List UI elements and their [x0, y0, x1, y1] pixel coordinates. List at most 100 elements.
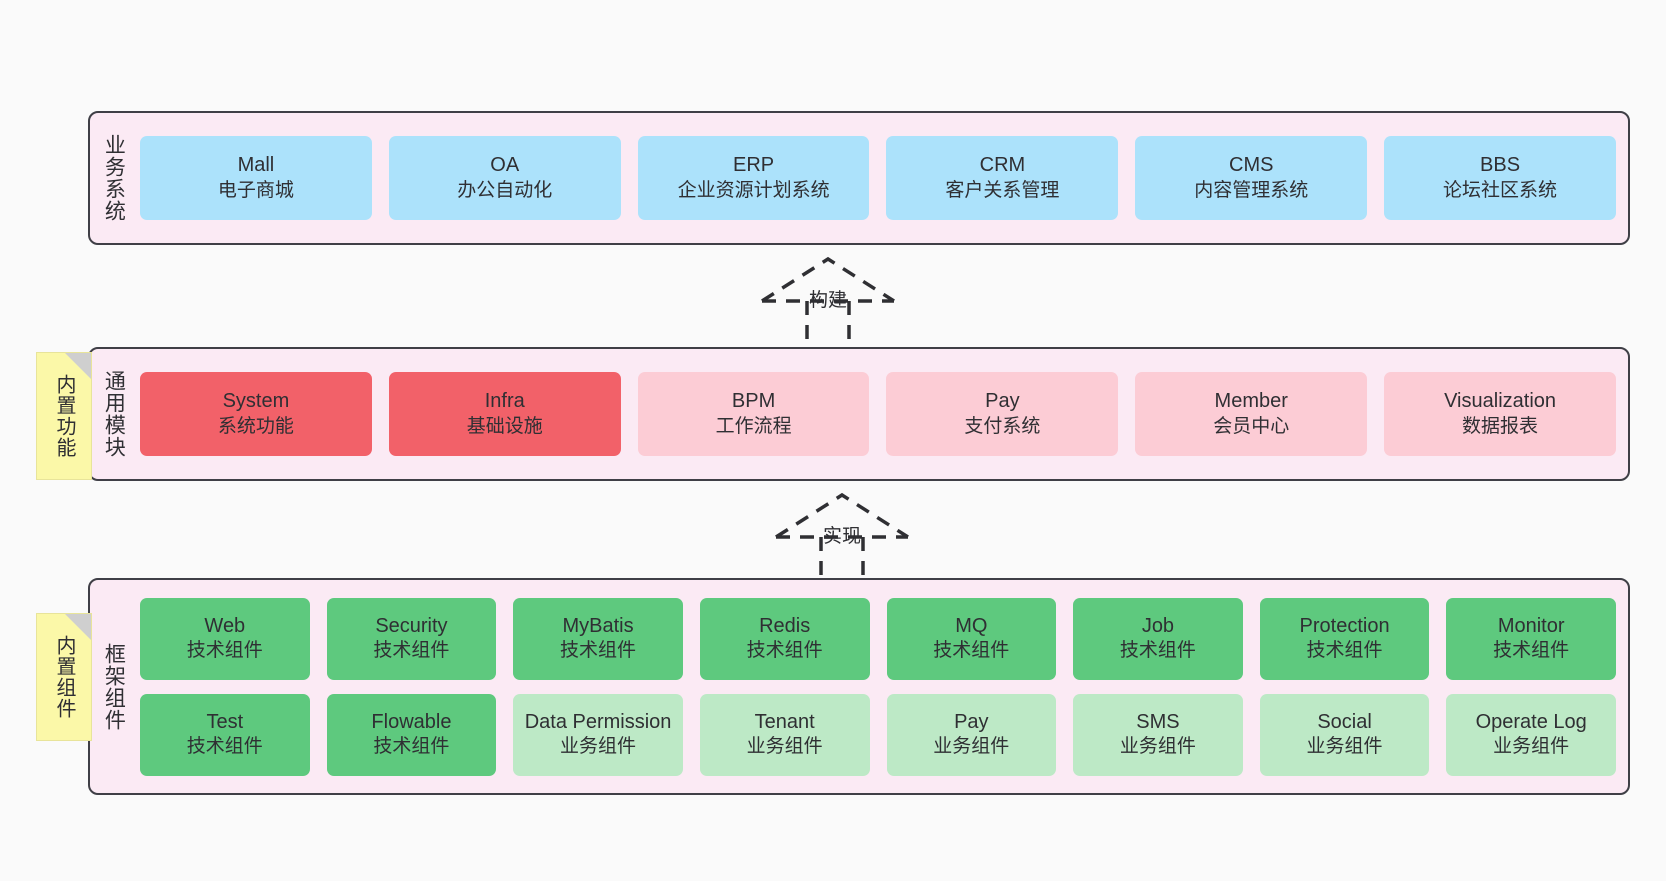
card-cn-label: 业务组件 — [933, 736, 1010, 758]
component-card-social[interactable]: Social 业务组件 — [1259, 693, 1430, 776]
common-modules-layer: 通用模块 System 系统功能 Infra 基础设施 BPM 工作流程 Pay… — [88, 347, 1630, 481]
card-en-label: Mall — [237, 154, 275, 177]
card-cn-label: 业务组件 — [1306, 736, 1383, 758]
framework-components-row-1: Web 技术组件 Security 技术组件 MyBatis 技术组件 Redi… — [140, 597, 1616, 680]
module-card-bpm[interactable]: BPM 工作流程 — [637, 372, 870, 456]
component-card-sms[interactable]: SMS 业务组件 — [1073, 693, 1243, 776]
business-card-crm[interactable]: CRM 客户关系管理 — [886, 136, 1119, 220]
business-card-oa[interactable]: OA 办公自动化 — [388, 136, 621, 220]
card-en-label: CRM — [979, 154, 1026, 177]
card-cn-label: 技术组件 — [186, 736, 263, 758]
card-cn-label: 技术组件 — [373, 736, 450, 758]
component-card-web[interactable]: Web 技术组件 — [140, 597, 310, 680]
implement-arrow-glyph — [775, 492, 909, 584]
card-cn-label: 数据报表 — [1462, 415, 1539, 437]
card-en-label: Infra — [484, 390, 525, 413]
card-cn-label: 技术组件 — [373, 640, 450, 662]
framework-components-row-2: Test 技术组件 Flowable 技术组件 Data Permission … — [140, 693, 1616, 776]
component-card-mybatis[interactable]: MyBatis 技术组件 — [513, 597, 683, 680]
builtin-features-note: 内置功能 — [36, 352, 92, 480]
module-card-system[interactable]: System 系统功能 — [140, 372, 372, 456]
card-en-label: Test — [206, 710, 244, 733]
card-cn-label: 办公自动化 — [457, 179, 553, 201]
card-cn-label: 系统功能 — [217, 415, 294, 437]
card-cn-label: 支付系统 — [964, 415, 1041, 437]
card-en-label: Protection — [1299, 614, 1390, 637]
card-cn-label: 客户关系管理 — [945, 179, 1060, 201]
card-en-label: BPM — [731, 390, 776, 413]
component-card-job[interactable]: Job 技术组件 — [1073, 597, 1243, 680]
card-en-label: Redis — [759, 614, 811, 637]
component-card-data-permission[interactable]: Data Permission 业务组件 — [513, 693, 683, 776]
common-modules-row: System 系统功能 Infra 基础设施 BPM 工作流程 Pay 支付系统… — [140, 372, 1616, 456]
business-card-erp[interactable]: ERP 企业资源计划系统 — [637, 136, 870, 220]
card-en-label: MQ — [955, 614, 988, 637]
card-en-label: Data Permission — [524, 710, 672, 733]
builtin-components-note: 内置组件 — [36, 613, 92, 741]
card-cn-label: 技术组件 — [560, 640, 637, 662]
card-cn-label: 业务组件 — [1119, 736, 1196, 758]
card-cn-label: 企业资源计划系统 — [677, 179, 830, 201]
component-card-security[interactable]: Security 技术组件 — [326, 597, 497, 680]
card-en-label: Web — [204, 614, 246, 637]
component-card-test[interactable]: Test 技术组件 — [140, 693, 310, 776]
card-cn-label: 技术组件 — [933, 640, 1010, 662]
component-card-tenant[interactable]: Tenant 业务组件 — [699, 693, 870, 776]
card-cn-label: 论坛社区系统 — [1443, 179, 1558, 201]
business-card-bbs[interactable]: BBS 论坛社区系统 — [1384, 136, 1616, 220]
component-card-redis[interactable]: Redis 技术组件 — [699, 597, 870, 680]
implement-arrow-label: 实现 — [822, 526, 862, 547]
component-card-pay[interactable]: Pay 业务组件 — [886, 693, 1057, 776]
card-cn-label: 内容管理系统 — [1194, 179, 1309, 201]
builtin-features-note-label: 内置功能 — [53, 374, 75, 458]
component-card-monitor[interactable]: Monitor 技术组件 — [1446, 597, 1616, 680]
card-en-label: OA — [490, 154, 520, 177]
module-card-infra[interactable]: Infra 基础设施 — [388, 372, 621, 456]
card-en-label: CMS — [1229, 154, 1274, 177]
framework-components-cards: Web 技术组件 Security 技术组件 MyBatis 技术组件 Redi… — [136, 580, 1628, 793]
module-card-visualization[interactable]: Visualization 数据报表 — [1384, 372, 1616, 456]
module-card-member[interactable]: Member 会员中心 — [1135, 372, 1368, 456]
card-en-label: SMS — [1136, 710, 1180, 733]
component-card-protection[interactable]: Protection 技术组件 — [1259, 597, 1430, 680]
business-system-cards: Mall 电子商城 OA 办公自动化 ERP 企业资源计划系统 CRM 客户关系… — [136, 113, 1628, 243]
card-cn-label: 业务组件 — [1493, 736, 1570, 758]
card-en-label: Pay — [954, 710, 989, 733]
build-arrow-label: 构建 — [808, 290, 848, 311]
card-en-label: Pay — [985, 390, 1020, 413]
card-cn-label: 技术组件 — [1119, 640, 1196, 662]
card-en-label: System — [222, 390, 290, 413]
card-cn-label: 基础设施 — [466, 415, 543, 437]
business-card-mall[interactable]: Mall 电子商城 — [140, 136, 372, 220]
component-card-mq[interactable]: MQ 技术组件 — [886, 597, 1057, 680]
common-modules-cards: System 系统功能 Infra 基础设施 BPM 工作流程 Pay 支付系统… — [136, 349, 1628, 479]
card-cn-label: 工作流程 — [715, 415, 792, 437]
card-cn-label: 技术组件 — [746, 640, 823, 662]
card-en-label: Operate Log — [1475, 710, 1587, 733]
common-modules-layer-title: 通用模块 — [102, 370, 126, 458]
card-cn-label: 技术组件 — [186, 640, 263, 662]
framework-components-layer: 框架组件 Web 技术组件 Security 技术组件 MyBatis 技术组件… — [88, 578, 1630, 795]
card-en-label: Visualization — [1444, 390, 1557, 413]
card-cn-label: 会员中心 — [1213, 415, 1290, 437]
card-en-label: ERP — [733, 154, 775, 177]
component-card-flowable[interactable]: Flowable 技术组件 — [326, 693, 497, 776]
builtin-components-note-label: 内置组件 — [53, 635, 75, 719]
business-card-cms[interactable]: CMS 内容管理系统 — [1135, 136, 1368, 220]
card-en-label: Job — [1141, 614, 1175, 637]
card-en-label: Tenant — [754, 710, 815, 733]
business-system-layer: 业务系统 Mall 电子商城 OA 办公自动化 ERP 企业资源计划系统 CRM… — [88, 111, 1630, 245]
card-en-label: Monitor — [1497, 614, 1565, 637]
card-cn-label: 业务组件 — [560, 736, 637, 758]
card-en-label: Social — [1317, 710, 1372, 733]
implement-arrow: 实现 — [762, 489, 922, 589]
build-arrow-glyph — [761, 256, 895, 348]
card-en-label: MyBatis — [562, 614, 634, 637]
business-system-row: Mall 电子商城 OA 办公自动化 ERP 企业资源计划系统 CRM 客户关系… — [140, 136, 1616, 220]
card-cn-label: 技术组件 — [1306, 640, 1383, 662]
module-card-pay[interactable]: Pay 支付系统 — [886, 372, 1119, 456]
component-card-operate-log[interactable]: Operate Log 业务组件 — [1446, 693, 1616, 776]
card-en-label: Security — [375, 614, 448, 637]
card-en-label: Flowable — [371, 710, 452, 733]
business-system-layer-title: 业务系统 — [102, 134, 126, 222]
